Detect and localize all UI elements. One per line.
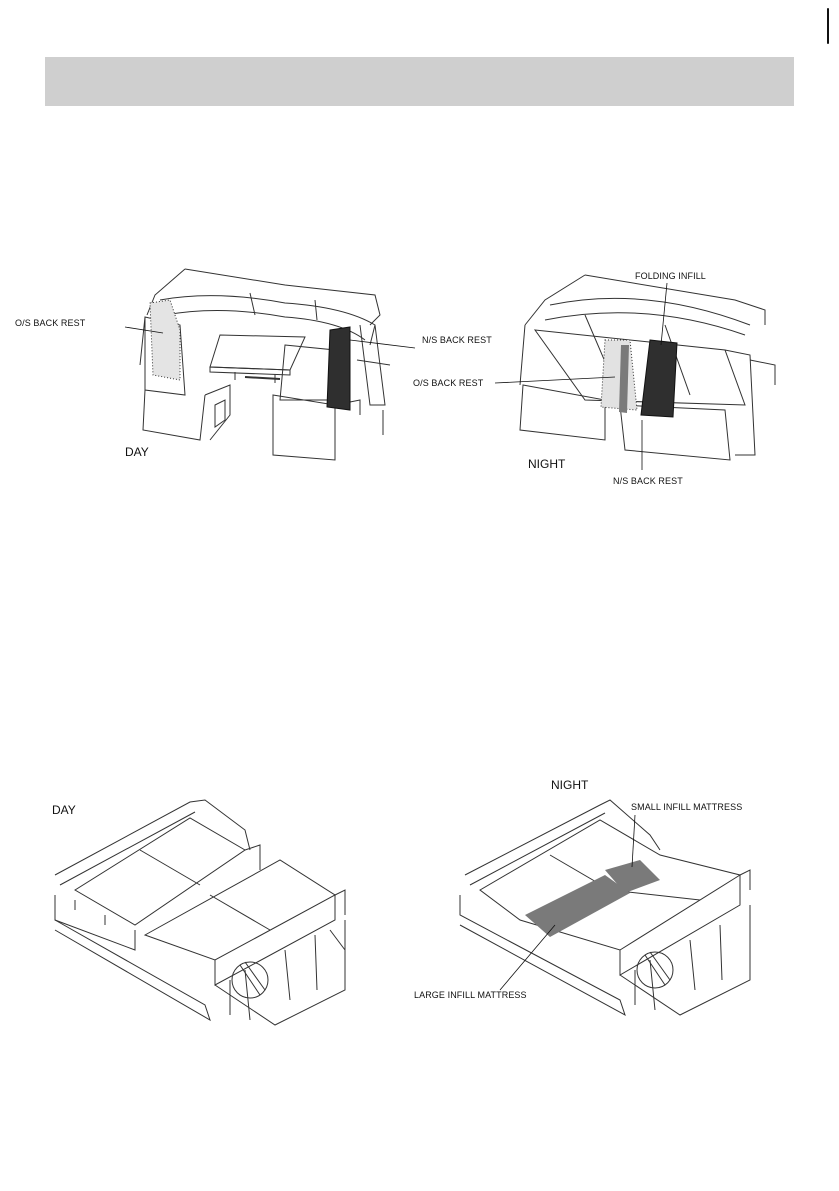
night-ns-back-rest-shape <box>641 340 677 417</box>
ns-back-rest-shape <box>327 327 350 410</box>
section-header-band <box>45 57 794 106</box>
os-back-rest-shape <box>150 300 180 380</box>
dinette-night-ns-back-rest-label: N/S BACK REST <box>613 476 683 486</box>
dinette-day-drawing <box>45 255 405 525</box>
lounge-night-caption: NIGHT <box>551 778 588 792</box>
lounge-night-figure: NIGHT SMALL INFILL MATTRESS LARGE INFILL… <box>410 775 780 1065</box>
dinette-day-os-back-rest-label: O/S BACK REST <box>15 318 85 328</box>
dinette-night-os-back-rest-label: O/S BACK REST <box>413 378 483 388</box>
lounge-night-drawing <box>410 775 780 1065</box>
dinette-day-caption: DAY <box>125 445 149 459</box>
dinette-night-caption: NIGHT <box>528 457 565 471</box>
lounge-night-large-infill-label: LARGE INFILL MATTRESS <box>414 990 527 1000</box>
lounge-night-small-infill-label: SMALL INFILL MATTRESS <box>631 802 742 812</box>
dinette-night-folding-infill-label: FOLDING INFILL <box>635 271 706 281</box>
lounge-day-caption: DAY <box>52 803 76 817</box>
page-edge-rule <box>827 8 829 44</box>
night-os-back-rest-shape <box>601 340 637 410</box>
dinette-night-figure: FOLDING INFILL O/S BACK REST NIGHT N/S B… <box>405 255 785 520</box>
lounge-day-figure: DAY <box>45 790 405 1080</box>
lounge-day-drawing <box>45 790 405 1080</box>
large-infill-mattress-shape <box>525 875 630 937</box>
dinette-day-figure: O/S BACK REST DAY <box>45 255 405 525</box>
